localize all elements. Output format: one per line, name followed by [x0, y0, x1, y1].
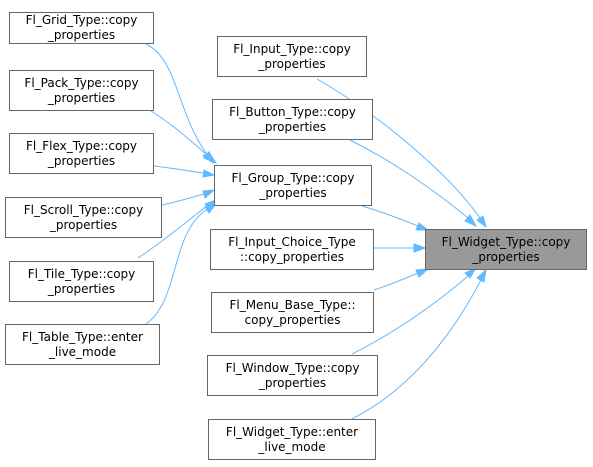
- node-window-copy-properties[interactable]: Fl_Window_Type::copy _properties: [207, 355, 378, 396]
- node-label-line1: Fl_Flex_Type::copy: [25, 138, 138, 153]
- node-widget-enter-live-mode[interactable]: Fl_Widget_Type::enter _live_mode: [208, 419, 376, 460]
- node-label-line1: Fl_Menu_Base_Type::: [229, 297, 356, 312]
- node-label-line2: _live_mode: [258, 439, 326, 454]
- edge-input-to-widget: [316, 78, 481, 219]
- node-label-line2: _properties: [49, 217, 118, 232]
- node-label-line1: Fl_Button_Type::copy: [229, 104, 356, 119]
- node-tile-copy-properties[interactable]: Fl_Tile_Type::copy _properties: [9, 261, 154, 302]
- node-label-line2: _properties: [258, 119, 327, 134]
- edge-tile-to-group: [137, 205, 208, 259]
- edge-menubase-to-widget-arrowhead: [415, 268, 430, 278]
- edge-widgetenter-to-widget-arrowhead: [476, 268, 487, 283]
- node-label-line2: _properties: [47, 28, 116, 42]
- node-widget-copy-properties-focus: Fl_Widget_Type::copy _properties: [425, 229, 587, 270]
- edge-flex-to-group: [153, 165, 205, 174]
- node-label-line1: Fl_Tile_Type::copy: [27, 266, 136, 281]
- edge-scroll-to-group-arrowhead: [202, 189, 216, 199]
- node-label-line2: _properties: [47, 281, 116, 296]
- edge-group-to-widget: [361, 205, 419, 227]
- edge-group-to-widget-arrowhead: [415, 222, 430, 231]
- node-label-line2: _properties: [47, 90, 116, 105]
- node-button-copy-properties[interactable]: Fl_Button_Type::copy _properties: [212, 99, 373, 140]
- node-pack-copy-properties[interactable]: Fl_Pack_Type::copy _properties: [9, 70, 154, 111]
- edge-menubase-to-widget: [373, 272, 419, 291]
- node-grid-copy-properties[interactable]: Fl_Grid_Type::copy _properties: [9, 12, 154, 44]
- node-label-line1: Fl_Pack_Type::copy: [24, 75, 139, 90]
- node-menu-base-copy-properties[interactable]: Fl_Menu_Base_Type:: copy_properties: [211, 292, 374, 333]
- node-label-line1: Fl_Scroll_Type::copy: [23, 202, 144, 217]
- node-label-line2: _properties: [47, 153, 116, 168]
- node-label-line1: Fl_Table_Type::enter: [22, 329, 143, 344]
- edge-grid-to-group: [145, 43, 207, 154]
- edge-widgetenter-to-widget: [349, 279, 482, 421]
- edge-window-to-widget-arrowhead: [464, 266, 478, 279]
- edge-button-to-widget: [349, 139, 469, 219]
- node-label-line1: Fl_Grid_Type::copy: [25, 13, 138, 27]
- edge-table-to-group-arrowhead: [204, 203, 218, 214]
- node-label-line2: _properties: [472, 249, 540, 264]
- node-label-line1: Fl_Group_Type::copy: [231, 170, 355, 185]
- node-group-copy-properties[interactable]: Fl_Group_Type::copy _properties: [214, 165, 372, 206]
- node-label-line1: Fl_Widget_Type::copy: [441, 234, 571, 249]
- node-label-line1: Fl_Input_Type::copy: [233, 41, 351, 56]
- node-label-line1: Fl_Input_Choice_Type: [228, 234, 356, 249]
- node-scroll-copy-properties[interactable]: Fl_Scroll_Type::copy _properties: [5, 197, 162, 238]
- node-label-line1: Fl_Widget_Type::enter: [225, 424, 359, 439]
- edge-flex-to-group-arrowhead: [202, 169, 216, 178]
- edge-pack-to-group-arrowhead: [203, 151, 218, 165]
- node-input-choice-copy-properties[interactable]: Fl_Input_Choice_Type ::copy_properties: [210, 229, 374, 270]
- node-input-copy-properties[interactable]: Fl_Input_Type::copy _properties: [217, 36, 367, 77]
- node-label-line2: _live_mode: [48, 344, 117, 359]
- edge-pack-to-group: [145, 107, 208, 156]
- edge-table-to-group: [145, 209, 207, 325]
- node-label-line2: _properties: [258, 375, 327, 390]
- node-label-line1: Fl_Window_Type::copy: [225, 360, 360, 375]
- edge-scroll-to-group: [161, 193, 205, 206]
- edge-window-to-widget: [351, 275, 469, 355]
- node-table-enter-live-mode[interactable]: Fl_Table_Type::enter _live_mode: [5, 324, 160, 365]
- edge-inputchoice-to-widget-arrowhead: [413, 243, 427, 253]
- node-label-line2: _properties: [258, 56, 326, 71]
- node-label-line2: ::copy_properties: [240, 249, 344, 264]
- node-label-line2: _properties: [259, 185, 327, 200]
- edge-button-to-widget-arrowhead: [464, 214, 478, 228]
- node-flex-copy-properties[interactable]: Fl_Flex_Type::copy _properties: [9, 133, 154, 174]
- node-label-line2: copy_properties: [244, 312, 341, 327]
- edge-input-to-widget-arrowhead: [476, 215, 487, 229]
